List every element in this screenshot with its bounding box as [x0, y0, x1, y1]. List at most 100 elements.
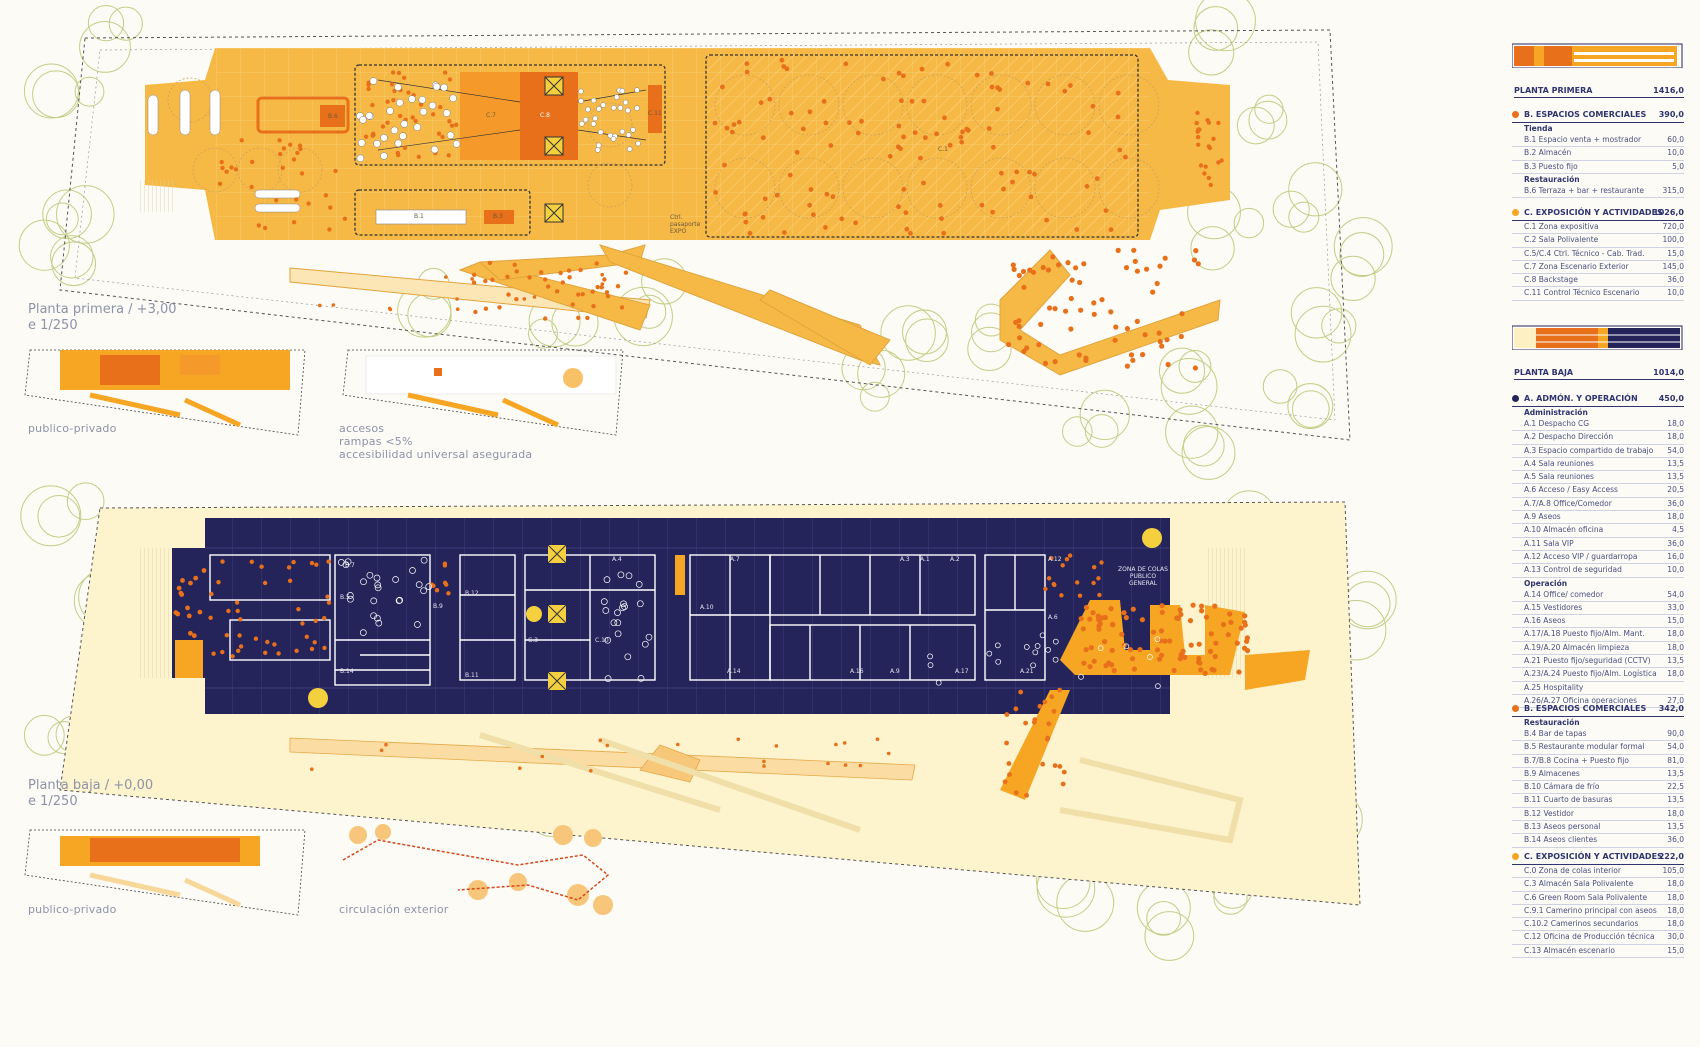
queue-person-dot: [1150, 629, 1157, 635]
row-value: 36,0: [1667, 498, 1684, 508]
seat-circle: [440, 83, 448, 92]
upper-floor-plan: [59, 29, 1351, 441]
room-label: C.1: [938, 146, 948, 153]
room-b1-counter: [375, 209, 467, 225]
seat-circle: [610, 104, 617, 111]
queue-person-dot: [1156, 656, 1163, 662]
ramp-person-dot: [455, 307, 460, 312]
tree-outline: [967, 326, 1012, 372]
seat-circle: [634, 87, 640, 93]
tree-outline: [1333, 217, 1393, 277]
row-label: B.12 Vestidor: [1524, 808, 1574, 818]
person-dot: [1046, 576, 1052, 581]
person-dot: [186, 613, 192, 619]
person-dot: [176, 585, 182, 591]
person-dot: [1103, 208, 1109, 214]
person-dot: [923, 135, 928, 141]
person-dot: [385, 99, 390, 104]
person-dot: [999, 170, 1004, 176]
person-dot: [309, 646, 315, 652]
seats-upper: [356, 77, 641, 163]
person-dot: [402, 145, 408, 150]
person-dot: [384, 742, 388, 747]
furniture-circle: [370, 612, 377, 620]
seat-circle: [635, 140, 641, 147]
room-label: B.3: [493, 213, 503, 220]
queue-person-dot: [1046, 721, 1052, 727]
seat-circle: [622, 99, 629, 106]
ramp-person-dot: [514, 269, 519, 274]
queue-ramp: [1000, 690, 1070, 800]
row-value: 27,0: [1667, 695, 1684, 705]
person-dot: [720, 84, 725, 90]
person-dot: [901, 73, 906, 79]
queue-person-dot: [1238, 625, 1244, 631]
ramp-person-dot: [1073, 265, 1079, 271]
furniture-circle: [392, 576, 399, 583]
queue-person-dot: [1123, 615, 1129, 621]
queue-person-dot: [1109, 621, 1116, 628]
room-label: A.21: [1020, 668, 1034, 675]
furniture-circle: [415, 581, 423, 588]
tree-outline: [1262, 369, 1298, 404]
queue-person-dot: [1049, 694, 1055, 700]
ramp-person-dot: [1162, 255, 1168, 261]
person-dot: [843, 763, 848, 767]
exhibit-circle: [970, 157, 1032, 219]
row-label: A.9 Aseos: [1524, 512, 1561, 522]
tree-outline: [23, 63, 79, 119]
lift-icons-lower: [308, 528, 1162, 708]
queue-person-dot: [1109, 662, 1115, 668]
queue-person-dot: [1244, 638, 1250, 644]
person-dot: [886, 751, 891, 756]
person-dot: [250, 159, 255, 165]
furniture-circle: [1045, 647, 1051, 653]
furniture-circle: [1039, 632, 1046, 639]
stair-left: [140, 180, 175, 212]
ramp-person-dot: [1132, 258, 1138, 264]
row-value: 18,0: [1667, 642, 1684, 652]
ramp-person-dot: [1128, 352, 1135, 358]
ground-floor-swatch: [1512, 325, 1683, 350]
queue-person-dot: [1090, 610, 1096, 616]
exhibit-circle: [842, 74, 904, 136]
queue-person-dot: [1187, 618, 1194, 624]
person-dot: [233, 167, 239, 172]
queue-person-dot: [1087, 664, 1093, 670]
person-dot: [326, 559, 331, 564]
mini-caption-public-private-upper: publico-privado: [28, 422, 117, 435]
person-dot: [821, 99, 827, 104]
tree-outline: [1190, 226, 1235, 271]
ramp-person-dot: [1078, 307, 1084, 313]
person-dot: [747, 230, 753, 236]
room-label: B.11: [465, 672, 479, 679]
ramp-person-dot: [543, 277, 548, 282]
exhibit-circle: [714, 157, 776, 219]
person-dot: [774, 744, 779, 748]
tree-outline: [23, 714, 65, 756]
person-dot: [288, 142, 293, 147]
queue-person-dot: [1013, 790, 1019, 796]
person-dot: [934, 131, 939, 137]
person-dot: [263, 650, 268, 655]
person-dot: [843, 61, 849, 67]
seat-circle: [578, 88, 584, 95]
group-color-dot: [1512, 395, 1519, 402]
person-dot: [178, 590, 184, 596]
person-dot: [219, 159, 224, 165]
ramp-person-dot: [1156, 330, 1162, 336]
row-label: C.8 Backstage: [1524, 275, 1578, 285]
ramp-person-dot: [444, 275, 448, 279]
ramp-person-dot: [566, 268, 572, 273]
furniture-circle: [927, 662, 934, 668]
ramp-person-dot: [546, 284, 551, 289]
